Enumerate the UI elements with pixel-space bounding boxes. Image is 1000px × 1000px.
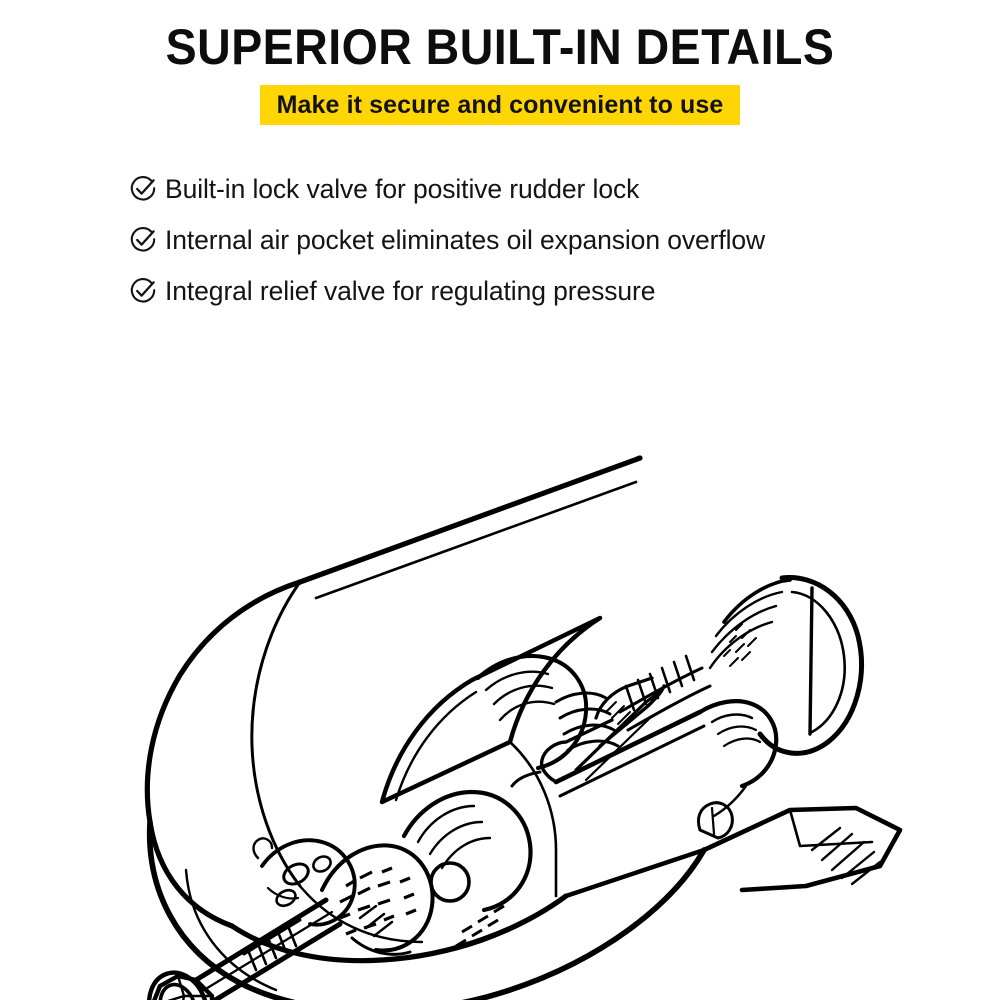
feature-item-2: Internal air pocket eliminates oil expan… (129, 214, 1000, 265)
subtitle-highlight: Make it secure and convenient to use (259, 85, 741, 125)
feature-item-1: Built-in lock valve for positive rudder … (129, 163, 1000, 214)
feature-item-3: Integral relief valve for regulating pre… (129, 265, 1000, 316)
header: SUPERIOR BUILT-IN DETAILS Make it secure… (0, 0, 1000, 125)
check-circle-icon (129, 226, 157, 254)
product-illustration-container (0, 330, 1000, 1000)
subtitle-container: Make it secure and convenient to use (0, 85, 1000, 125)
feature-label: Integral relief valve for regulating pre… (165, 275, 656, 306)
feature-label: Built-in lock valve for positive rudder … (165, 173, 640, 204)
feature-label: Internal air pocket eliminates oil expan… (165, 224, 766, 255)
check-circle-icon (129, 277, 157, 305)
page-title: SUPERIOR BUILT-IN DETAILS (165, 19, 835, 75)
hydraulic-steering-cylinder-cutaway-icon (144, 455, 903, 1000)
feature-list: Built-in lock valve for positive rudder … (0, 163, 1000, 316)
check-circle-icon (129, 175, 157, 203)
